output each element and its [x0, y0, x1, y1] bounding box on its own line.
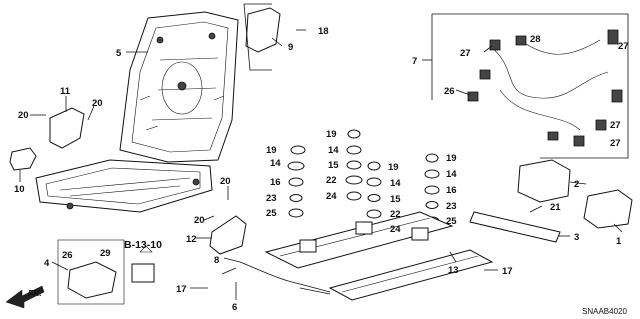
callout-17a: 17	[176, 284, 187, 295]
callout-26a: 26	[444, 86, 455, 97]
bracket-part-12	[209, 215, 247, 255]
callout-8: 8	[214, 255, 219, 266]
nut-stack-left	[287, 145, 306, 218]
callout-21: 21	[550, 202, 561, 213]
callout-25a: 25	[266, 208, 277, 219]
callout-2: 2	[574, 179, 579, 190]
callout-19c: 19	[388, 162, 399, 173]
cover-part-2	[517, 159, 571, 203]
seat-back-frame	[119, 11, 239, 163]
callout-14d: 14	[446, 169, 457, 180]
cover-part-1	[583, 189, 633, 229]
wire-harness	[431, 13, 629, 159]
callout-15b: 15	[390, 194, 401, 205]
callout-20c: 20	[220, 176, 231, 187]
callout-3: 3	[574, 232, 579, 243]
bracket-part-11	[49, 107, 85, 149]
callout-29: 29	[100, 248, 111, 259]
diagram-code: SNAAB4020	[582, 307, 627, 316]
inset-box	[57, 239, 125, 305]
callout-4: 4	[44, 258, 50, 269]
callout-28: 28	[530, 34, 541, 45]
callout-27a: 27	[460, 48, 471, 59]
nut-stack-center	[345, 129, 382, 234]
callout-19d: 19	[446, 153, 457, 164]
callout-20b: 20	[92, 98, 103, 109]
callout-27d: 27	[610, 138, 621, 149]
cover-part-9	[245, 7, 281, 53]
callout-5: 5	[116, 48, 122, 59]
plate-part-3	[469, 211, 561, 243]
callout-19a: 19	[266, 145, 277, 156]
callout-16a: 16	[270, 177, 281, 188]
callout-23b: 23	[446, 201, 457, 212]
callout-17b: 17	[502, 266, 513, 277]
callout-6: 6	[232, 302, 237, 313]
callout-20d: 20	[194, 215, 205, 226]
front-direction-label: FR.	[28, 288, 42, 298]
seat-track	[221, 211, 494, 301]
callout-14c: 14	[390, 178, 401, 189]
callout-10: 10	[14, 184, 25, 195]
callout-27b: 27	[618, 41, 629, 52]
callout-1: 1	[616, 236, 622, 247]
callout-16b: 16	[446, 185, 457, 196]
callout-23a: 23	[266, 193, 277, 204]
callout-11: 11	[60, 86, 71, 97]
reference-connector	[131, 263, 155, 283]
callout-25b: 25	[446, 216, 457, 227]
callout-13: 13	[448, 265, 459, 276]
callout-20a: 20	[18, 110, 29, 121]
callout-22a: 22	[326, 175, 337, 186]
callout-24a: 24	[326, 191, 337, 202]
callout-22b: 22	[390, 209, 401, 220]
callout-24b: 24	[390, 224, 401, 235]
callout-18: 18	[318, 26, 329, 37]
callout-26b: 26	[62, 250, 73, 261]
knob-part-10	[9, 147, 37, 171]
actuator-part-4	[67, 261, 117, 299]
seat-cushion-frame	[35, 159, 213, 213]
callout-27c: 27	[610, 120, 621, 131]
nut-stack-right	[424, 153, 440, 226]
callout-14a: 14	[270, 158, 281, 169]
callout-14b: 14	[328, 145, 339, 156]
callout-12: 12	[186, 234, 197, 245]
reference-label: B-13-10	[124, 239, 162, 251]
callout-7: 7	[412, 56, 417, 67]
callout-19b: 19	[326, 129, 337, 140]
callout-9: 9	[288, 42, 293, 53]
front-direction-arrow	[5, 285, 45, 309]
callout-15a: 15	[328, 160, 339, 171]
callout-labels: 1 2 3 4 5 6 7 8 9 10 11 12 13 14 14 14 1…	[14, 26, 629, 313]
leader-lines	[19, 29, 623, 300]
